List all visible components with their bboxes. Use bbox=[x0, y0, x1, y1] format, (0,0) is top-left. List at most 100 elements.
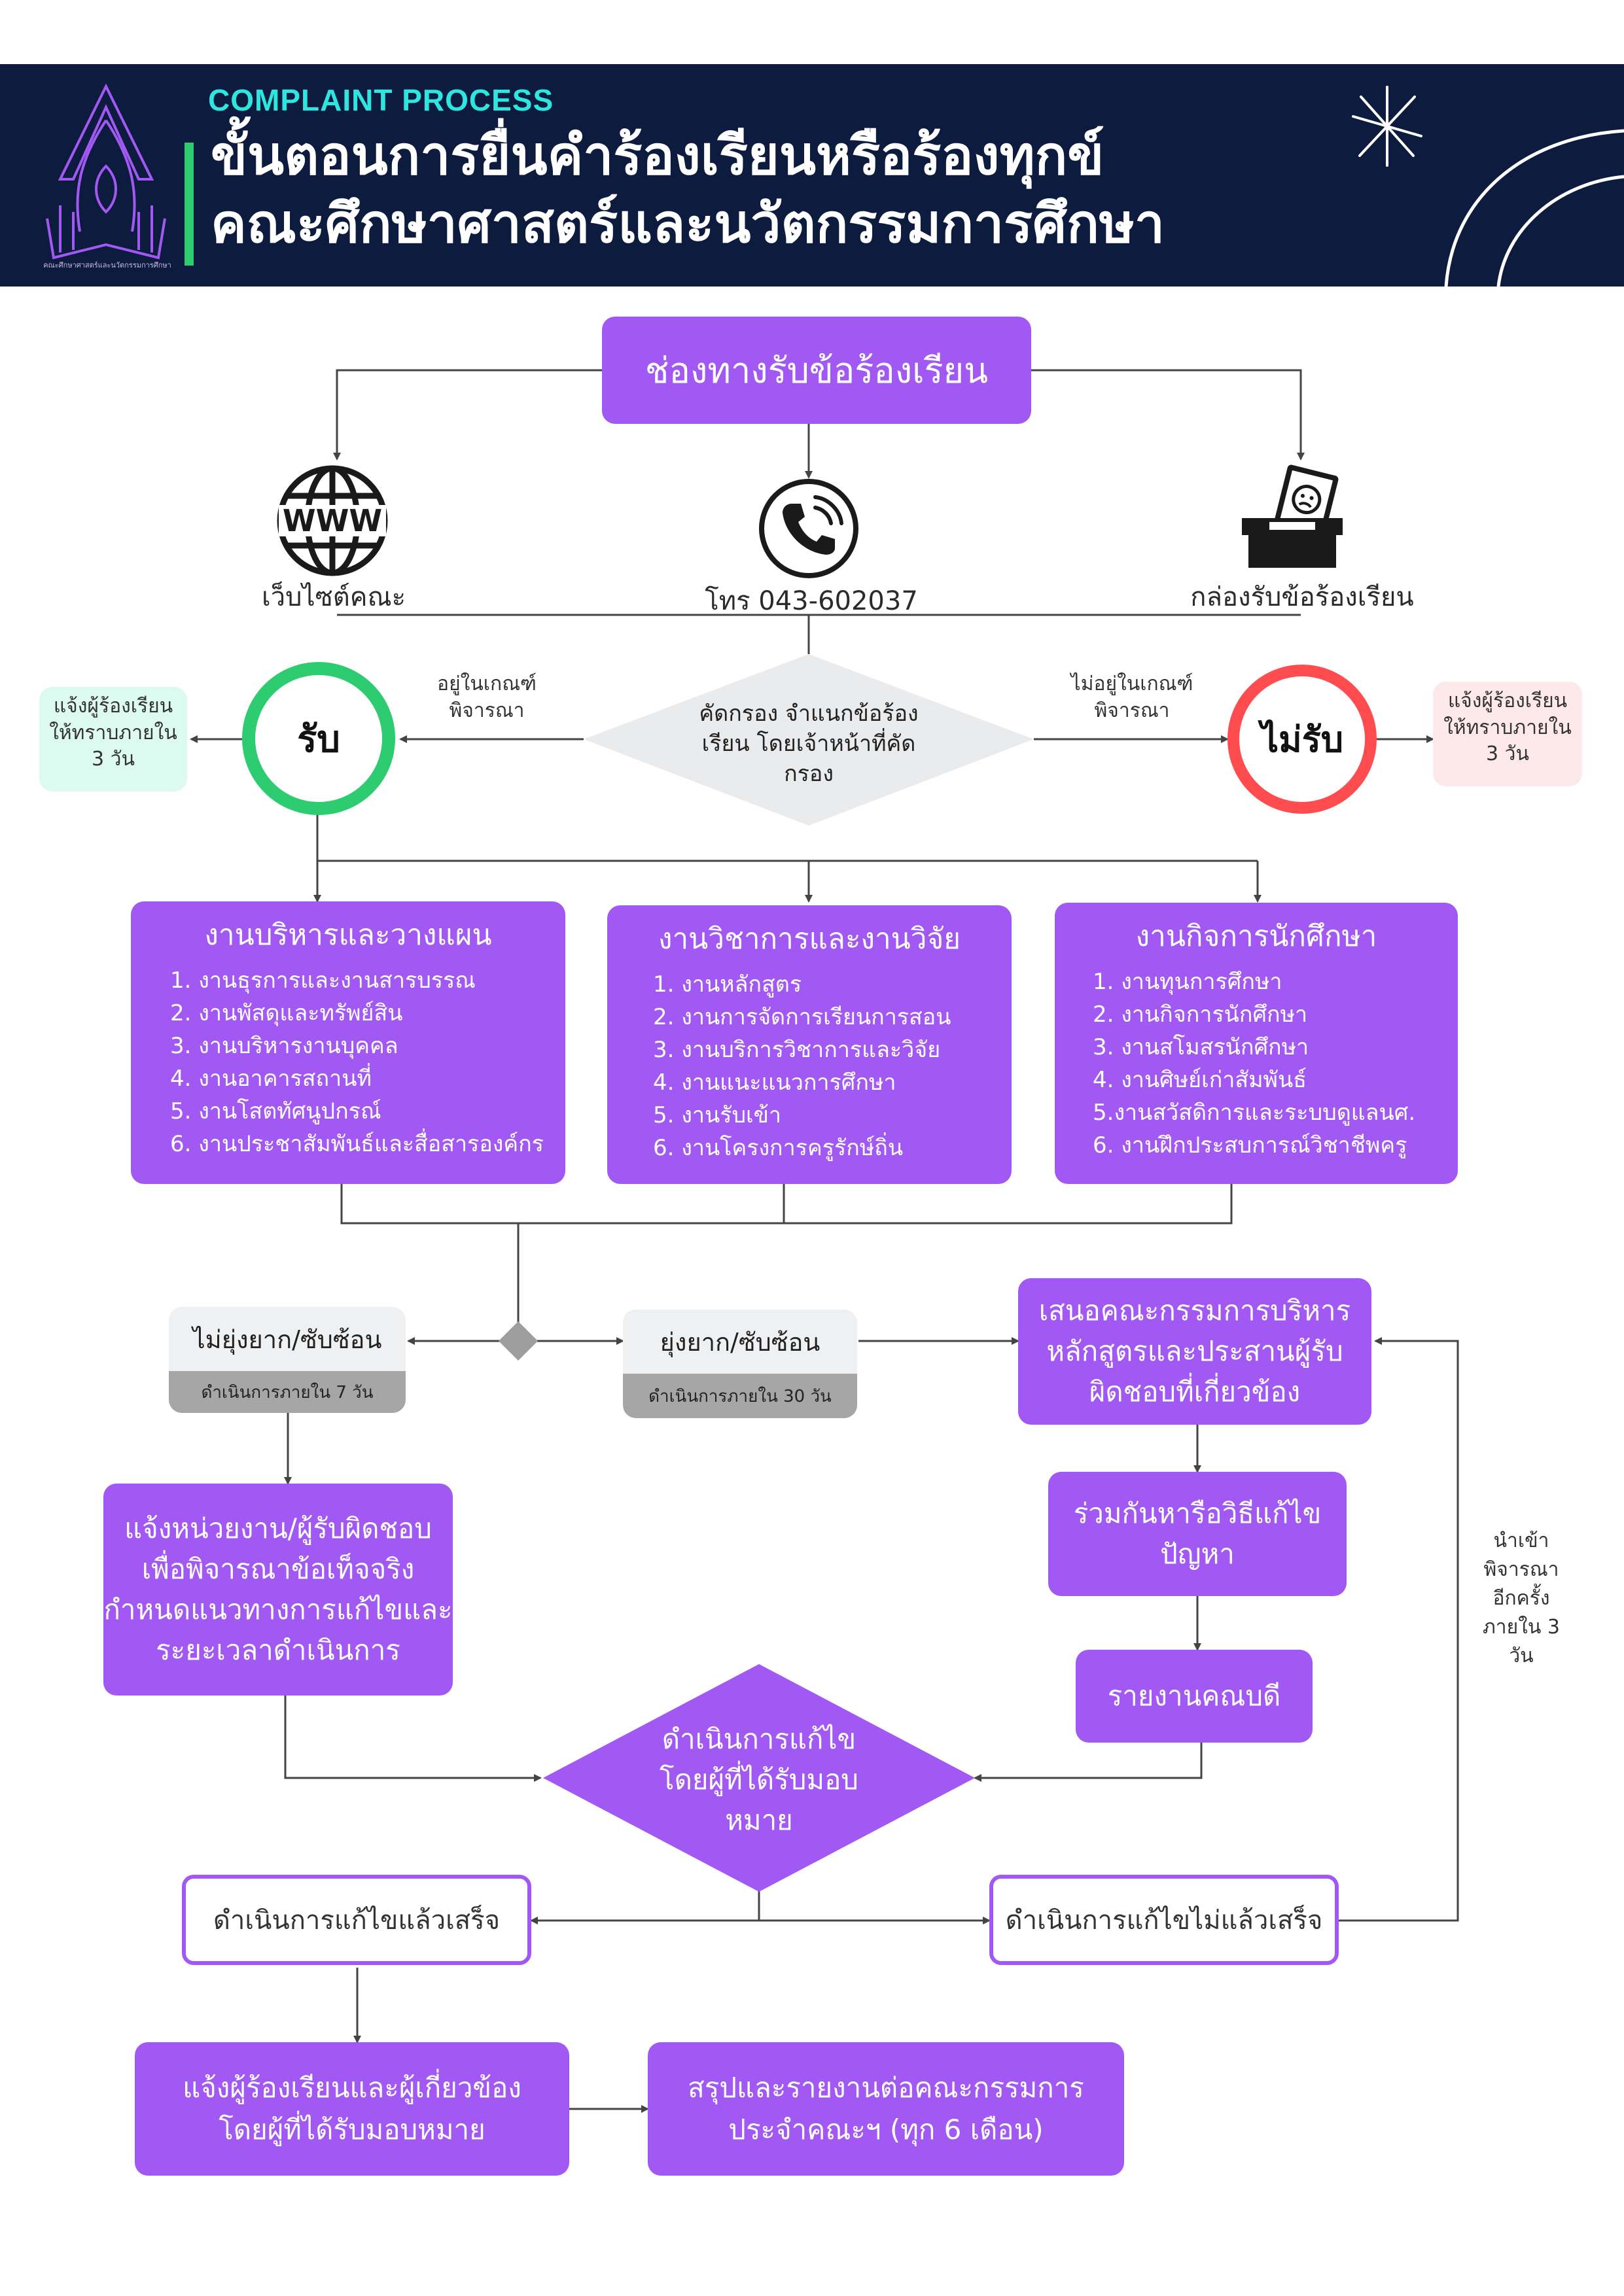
notify-unit-line: กำหนดแนวทางการแก้ไขและ bbox=[103, 1593, 453, 1626]
report-dean-box: รายงานคณบดี bbox=[1076, 1650, 1313, 1743]
reject-condition: ไม่อยู่ในเกณฑ์ พิจารณา bbox=[1053, 671, 1210, 724]
accept-label: รับ bbox=[297, 718, 340, 761]
department-box-student-affairs: งานกิจการนักศึกษา 1. งานทุนการศึกษา 2. ง… bbox=[1055, 903, 1458, 1184]
recheck-line: วัน bbox=[1509, 1644, 1534, 1667]
reject-circle: ไม่รับ bbox=[1227, 665, 1377, 814]
logo-caption: คณะศึกษาศาสตร์และนวัตกรรมการศึกษา bbox=[43, 261, 171, 270]
department-items: 1. งานธุรการและงานสารบรรณ 2. งานพัสดุและ… bbox=[131, 964, 565, 1160]
find-solution-box: ร่วมกันหารือวิธีแก้ไข ปัญหา bbox=[1048, 1472, 1347, 1596]
recheck-line: อีกครั้ง bbox=[1492, 1587, 1550, 1610]
department-item: 6. งานฝึกประสบการณ์วิชาชีพครู bbox=[1093, 1132, 1407, 1158]
complaint-box-icon[interactable] bbox=[1237, 462, 1348, 573]
propose-committee-line: หลักสูตรและประสานผู้รับ bbox=[1046, 1335, 1343, 1367]
reject-note-line: แจ้งผู้ร้องเรียน bbox=[1447, 689, 1568, 712]
notify-parties-box: แจ้งผู้ร้องเรียนและผู้เกี่ยวข้อง โดยผู้ท… bbox=[135, 2042, 569, 2176]
page-title-line-1: ขั้นตอนการยื่นคำร้องเรียนหรือร้องทุกข์ bbox=[211, 125, 1104, 187]
notify-unit-line: เพื่อพิจารณาข้อเท็จจริง bbox=[141, 1553, 415, 1585]
summary-report-box: สรุปและรายงานต่อคณะกรรมการ ประจำคณะฯ (ทุ… bbox=[648, 2042, 1124, 2176]
notify-unit-line: แจ้งหน่วยงาน/ผู้รับผิดชอบ bbox=[124, 1512, 432, 1544]
notify-parties-line: แจ้งผู้ร้องเรียนและผู้เกี่ยวข้อง bbox=[183, 2072, 521, 2104]
screening-line: กรอง bbox=[784, 761, 834, 787]
decorative-arcs bbox=[1444, 129, 1624, 287]
connector-recheck-loop bbox=[1339, 1337, 1459, 1922]
reject-note-line: ให้ทราบภายใน bbox=[1443, 716, 1572, 739]
summary-report-line: ประจำคณะฯ (ทุก 6 เดือน) bbox=[728, 2113, 1044, 2146]
department-box-academic: งานวิชาการและงานวิจัย 1. งานหลักสูตร 2. … bbox=[607, 905, 1012, 1184]
accept-note-line: แจ้งผู้ร้องเรียน bbox=[53, 695, 173, 718]
reject-condition-line: พิจารณา bbox=[1094, 699, 1170, 722]
phone-icon[interactable] bbox=[758, 478, 860, 580]
simple-case-label: ไม่ยุ่งยาก/ซับซ้อน bbox=[169, 1307, 406, 1371]
execute-line: หมาย bbox=[725, 1804, 793, 1836]
department-title: งานกิจการนักศึกษา bbox=[1135, 920, 1377, 953]
notify-unit-box: แจ้งหน่วยงาน/ผู้รับผิดชอบ เพื่อพิจารณาข้… bbox=[103, 1484, 453, 1696]
reject-note-line: 3 วัน bbox=[1486, 742, 1529, 765]
connector-channel-box bbox=[1031, 369, 1305, 461]
accept-condition-line: อยู่ในเกณฑ์ bbox=[437, 672, 537, 695]
svg-text:WWW: WWW bbox=[283, 503, 382, 538]
propose-committee-line: เสนอคณะกรรมการบริหาร bbox=[1038, 1295, 1351, 1327]
sparkle-icon bbox=[1352, 86, 1422, 167]
connector-notify-execute bbox=[284, 1696, 542, 1782]
header-banner bbox=[0, 64, 1624, 287]
department-item: 3. งานบริการวิชาการและวิจัย bbox=[653, 1037, 941, 1063]
recheck-line: ภายใน 3 bbox=[1483, 1616, 1560, 1639]
execute-diamond bbox=[543, 1664, 975, 1892]
unresolved-label: ดำเนินการแก้ไขไม่แล้วเสร็จ bbox=[1005, 1905, 1323, 1936]
department-item: 5.งานสวัสดิการและระบบดูแลนศ. bbox=[1093, 1100, 1416, 1126]
department-item: 2. งานกิจการนักศึกษา bbox=[1093, 1001, 1308, 1028]
department-title: งานบริหารและวางแผน bbox=[204, 918, 492, 952]
department-item: 1. งานธุรการและงานสารบรรณ bbox=[170, 967, 476, 994]
accept-note-line: 3 วัน bbox=[92, 748, 135, 771]
department-item: 6. งานประชาสัมพันธ์และสื่อสารองค์กร bbox=[170, 1131, 544, 1157]
recheck-line: พิจารณา bbox=[1483, 1558, 1559, 1581]
accept-notify-note: แจ้งผู้ร้องเรียน ให้ทราบภายใน 3 วัน bbox=[39, 687, 187, 791]
recheck-note: นำเข้า พิจารณา อีกครั้ง ภายใน 3 วัน bbox=[1466, 1527, 1577, 1671]
complex-case-label: ยุ่งยาก/ซับซ้อน bbox=[623, 1310, 857, 1374]
department-items: 1. งานหลักสูตร 2. งานการจัดการเรียนการสอ… bbox=[607, 968, 1012, 1164]
department-items: 1. งานทุนการศึกษา 2. งานกิจการนักศึกษา 3… bbox=[1055, 965, 1458, 1162]
connector-report-execute bbox=[974, 1743, 1203, 1782]
channel-phone-label: โทร 043-602037 bbox=[705, 586, 918, 616]
connector-channel-website bbox=[333, 369, 602, 461]
department-item: 1. งานทุนการศึกษา bbox=[1093, 969, 1282, 995]
accept-note-line: ให้ทราบภายใน bbox=[49, 721, 177, 744]
recheck-line: นำเข้า bbox=[1493, 1529, 1549, 1552]
execute-label: ดำเนินการแก้ไข โดยผู้ที่ได้รับมอบ หมาย bbox=[628, 1719, 890, 1841]
department-item: 5. งานรับเข้า bbox=[653, 1102, 781, 1128]
department-title: งานวิชาการและงานวิจัย bbox=[658, 922, 961, 956]
accept-circle: รับ bbox=[242, 662, 395, 815]
screening-line: คัดกรอง จำแนกข้อร้อง bbox=[699, 701, 919, 727]
find-solution-line: ร่วมกันหารือวิธีแก้ไข bbox=[1073, 1497, 1322, 1529]
department-item: 6. งานโครงการครูรักษ์ถิ่น bbox=[653, 1135, 904, 1161]
reject-notify-note: แจ้งผู้ร้องเรียน ให้ทราบภายใน 3 วัน bbox=[1433, 682, 1582, 786]
resolved-label: ดำเนินการแก้ไขแล้วเสร็จ bbox=[213, 1905, 501, 1936]
resolved-box: ดำเนินการแก้ไขแล้วเสร็จ bbox=[182, 1875, 531, 1965]
accept-condition-line: พิจารณา bbox=[449, 699, 525, 722]
notify-parties-line: โดยผู้ที่ได้รับมอบหมาย bbox=[219, 2113, 485, 2146]
department-item: 3. งานบริหารงานบุคคล bbox=[170, 1033, 398, 1059]
unresolved-box: ดำเนินการแก้ไขไม่แล้วเสร็จ bbox=[989, 1875, 1339, 1965]
department-item: 4. งานอาคารสถานที่ bbox=[170, 1066, 372, 1092]
www-globe-icon[interactable]: WWW bbox=[275, 463, 390, 578]
department-item: 1. งานหลักสูตร bbox=[653, 971, 802, 998]
complexity-decision-diamond bbox=[499, 1321, 538, 1361]
complex-case-duration: ดำเนินการภายใน 30 วัน bbox=[623, 1374, 857, 1418]
faculty-logo bbox=[46, 83, 166, 260]
reject-condition-line: ไม่อยู่ในเกณฑ์ bbox=[1070, 672, 1193, 695]
department-item: 2. งานการจัดการเรียนการสอน bbox=[653, 1004, 951, 1030]
simple-case-duration: ดำเนินการภายใน 7 วัน bbox=[169, 1371, 406, 1413]
screening-diamond bbox=[584, 654, 1034, 826]
reject-label: ไม่รับ bbox=[1260, 719, 1344, 760]
channel-box-label: กล่องรับข้อร้องเรียน bbox=[1190, 582, 1414, 612]
department-item: 4. งานศิษย์เก่าสัมพันธ์ bbox=[1093, 1067, 1307, 1093]
department-item: 4. งานแนะแนวการศึกษา bbox=[653, 1070, 896, 1096]
department-item: 5. งานโสตทัศนูปกรณ์ bbox=[170, 1098, 381, 1124]
screening-line: เรียน โดยเจ้าหน้าที่คัด bbox=[701, 731, 916, 757]
channels-title: ช่องทางรับข้อร้องเรียน bbox=[644, 350, 989, 391]
header-accent-bar bbox=[185, 143, 194, 266]
channels-title-box: ช่องทางรับข้อร้องเรียน bbox=[602, 317, 1031, 424]
screening-label: คัดกรอง จำแนกข้อร้อง เรียน โดยเจ้าหน้าที… bbox=[678, 699, 940, 789]
propose-committee-line: ผิดชอบที่เกี่ยวข้อง bbox=[1089, 1376, 1301, 1408]
